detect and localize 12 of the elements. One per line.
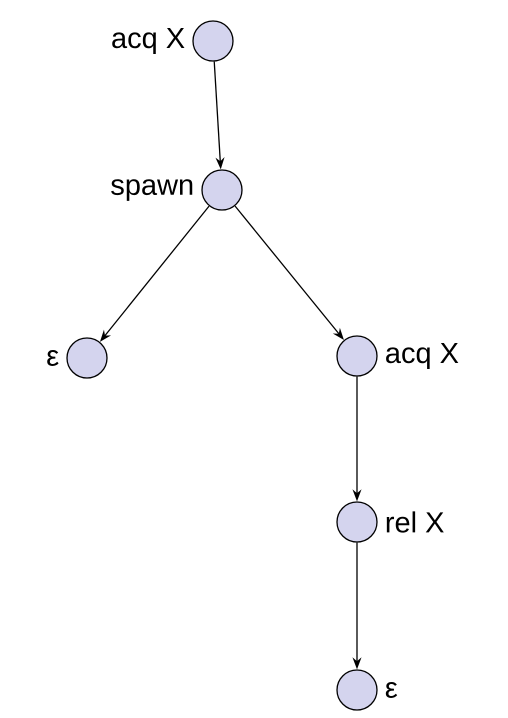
node-label: rel X — [386, 511, 444, 533]
circle-node — [66, 337, 108, 379]
node-label: spawn — [111, 179, 192, 201]
node-label: ε — [386, 682, 398, 698]
circle-node — [201, 169, 243, 211]
node-label: ε — [47, 350, 59, 366]
node-label: acq X — [386, 343, 458, 369]
node-label: acq X — [112, 28, 184, 54]
circle-node — [336, 335, 378, 377]
circle-node — [336, 501, 378, 543]
circle-node — [192, 20, 234, 62]
circle-node — [336, 669, 378, 711]
